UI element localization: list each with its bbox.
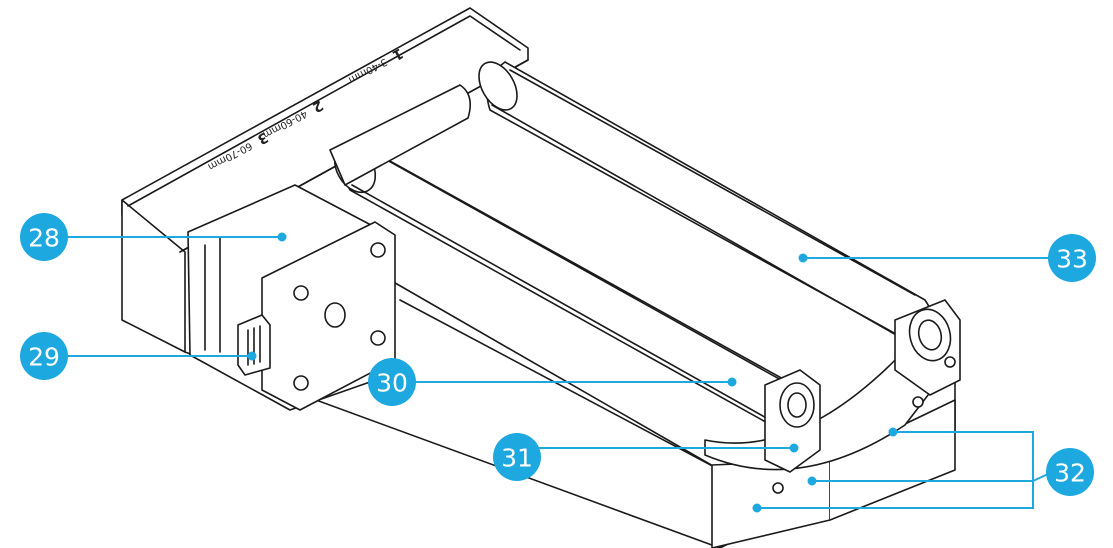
leader-dot-30 xyxy=(727,377,737,387)
leader-bracket-32 xyxy=(757,431,1034,509)
device-line-art xyxy=(121,7,961,548)
callout-28: 28 xyxy=(20,213,68,261)
callout-28-label: 28 xyxy=(28,224,60,253)
callout-badges: 28 29 30 31 32 33 xyxy=(20,213,1096,496)
callout-32: 32 xyxy=(1046,448,1094,496)
leader-dot-32-b xyxy=(807,476,817,486)
callout-29: 29 xyxy=(20,332,68,380)
callout-33-label: 33 xyxy=(1056,245,1088,274)
leader-dot-33 xyxy=(798,253,808,263)
leader-dot-31 xyxy=(789,443,799,453)
leader-lines xyxy=(64,232,1049,513)
callout-31-label: 31 xyxy=(501,444,533,473)
callout-32-label: 32 xyxy=(1054,459,1086,488)
callout-29-label: 29 xyxy=(28,343,60,372)
callout-30: 30 xyxy=(368,358,416,406)
leader-dot-32-a xyxy=(888,427,898,437)
callout-30-label: 30 xyxy=(376,369,408,398)
leader-dot-28 xyxy=(277,232,287,242)
leader-dot-29 xyxy=(247,351,257,361)
callout-33: 33 xyxy=(1048,234,1096,282)
leader-dot-32-c xyxy=(752,503,762,513)
callout-31: 31 xyxy=(493,433,541,481)
leader-line-32-tail xyxy=(1032,473,1049,482)
